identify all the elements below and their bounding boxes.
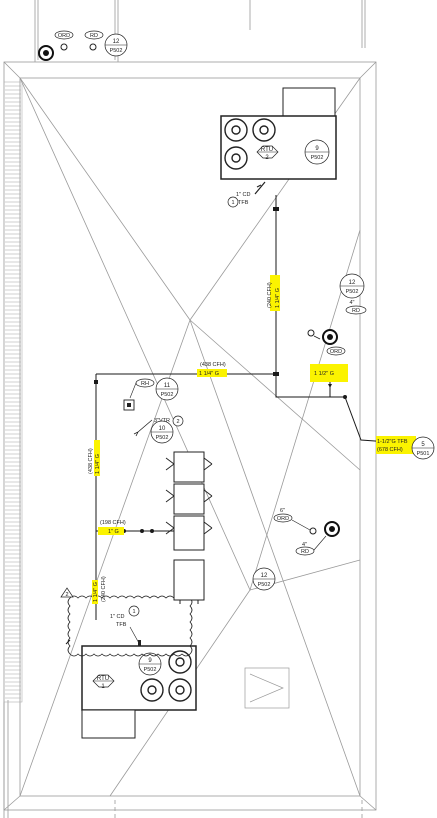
ord-tag: ORD — [58, 33, 70, 39]
svg-text:RD: RD — [352, 308, 360, 314]
svg-text:1 1/4" G: 1 1/4" G — [199, 371, 219, 377]
svg-text:P502: P502 — [311, 155, 324, 161]
svg-text:9: 9 — [148, 658, 152, 664]
roof-drain-icon[interactable] — [60, 43, 68, 51]
svg-text:1" CD: 1" CD — [110, 614, 125, 620]
roof-drain-icon[interactable] — [89, 43, 97, 51]
svg-text:1" CD: 1" CD — [236, 192, 251, 198]
svg-text:2: 2 — [176, 419, 179, 425]
svg-text:4": 4" — [302, 542, 307, 548]
rh-vtr-callouts: RH 11 P502 3"VTR 2 10 P502 — [123, 377, 184, 444]
svg-text:(240 CFH): (240 CFH) — [267, 282, 273, 308]
note-triangle: 2 — [60, 587, 74, 598]
exhaust-equipment — [67, 451, 213, 657]
rd-tag: RD — [90, 33, 98, 39]
svg-text:(438 CFH): (438 CFH) — [200, 362, 226, 368]
svg-text:RD: RD — [301, 549, 309, 555]
svg-text:11: 11 — [164, 383, 171, 389]
svg-text:2: 2 — [65, 592, 68, 598]
svg-text:12: 12 — [113, 39, 120, 45]
svg-text:TFB: TFB — [238, 200, 249, 206]
svg-text:RH: RH — [141, 381, 149, 387]
svg-text:RTU: RTU — [261, 147, 273, 153]
svg-text:1: 1 — [101, 684, 105, 690]
rooftop-fan-icon — [224, 118, 276, 170]
svg-text:(438 CFH): (438 CFH) — [88, 448, 94, 474]
svg-text:4": 4" — [349, 300, 354, 306]
svg-text:P502: P502 — [110, 48, 123, 54]
svg-text:P502: P502 — [144, 667, 157, 673]
roof-drain-icon[interactable] — [309, 527, 317, 535]
tfb-callout: 1-1/2"G TFB (678 CFH) 5 P501 — [376, 436, 435, 460]
svg-text:(198 CFH): (198 CFH) — [100, 520, 126, 526]
rooftop-fan-icon — [140, 650, 192, 702]
svg-text:2: 2 — [265, 155, 269, 161]
svg-text:1" G: 1" G — [108, 529, 119, 535]
svg-text:1 1/4" G: 1 1/4" G — [95, 454, 101, 474]
right-drains: 12 P502 4" RD ORD — [307, 273, 367, 356]
mid-drains: 6" ORD 4" RD 12 P502 — [252, 508, 340, 591]
svg-text:9: 9 — [315, 146, 319, 152]
svg-text:P502: P502 — [161, 392, 174, 398]
pipe-labels: (240 CFH) 1 1/4" G (438 CFH) 1 1/4" G 1 … — [88, 275, 348, 604]
top-drains: ORD RD 12 P502 — [38, 30, 128, 61]
svg-text:TFB: TFB — [116, 622, 127, 628]
svg-text:P502: P502 — [258, 582, 271, 588]
svg-text:ORD: ORD — [277, 516, 289, 522]
svg-text:1 1/2" G: 1 1/2" G — [314, 371, 334, 377]
left-parapet-hatch — [3, 81, 23, 703]
svg-text:1 1/4" G: 1 1/4" G — [93, 582, 99, 602]
svg-text:1-1/2"G TFB: 1-1/2"G TFB — [377, 439, 408, 445]
svg-text:P502: P502 — [156, 435, 169, 441]
section-arrow-icon — [244, 667, 290, 709]
rtu-2-unit[interactable]: RTU 2 9 P502 1" CD TFB 1 — [220, 87, 337, 208]
svg-text:RTU: RTU — [97, 676, 109, 682]
svg-text:ORD: ORD — [330, 349, 342, 355]
svg-text:12: 12 — [261, 573, 268, 579]
svg-text:1 1/4" G: 1 1/4" G — [275, 288, 281, 308]
svg-text:(240 CFH): (240 CFH) — [101, 576, 107, 602]
svg-text:12: 12 — [349, 280, 356, 286]
svg-text:10: 10 — [159, 426, 166, 432]
gas-piping — [65, 195, 389, 645]
svg-text:1: 1 — [231, 200, 234, 206]
svg-text:P502: P502 — [346, 289, 359, 295]
rtu-1-unit[interactable]: RTU 1 9 P502 1" CD TFB 1 — [81, 605, 197, 739]
svg-text:1: 1 — [132, 609, 135, 615]
svg-text:5: 5 — [421, 442, 425, 448]
svg-text:P501: P501 — [417, 451, 430, 457]
svg-text:6": 6" — [280, 508, 285, 514]
svg-text:(678 CFH): (678 CFH) — [377, 447, 403, 453]
roof-drain-icon[interactable] — [307, 329, 315, 337]
